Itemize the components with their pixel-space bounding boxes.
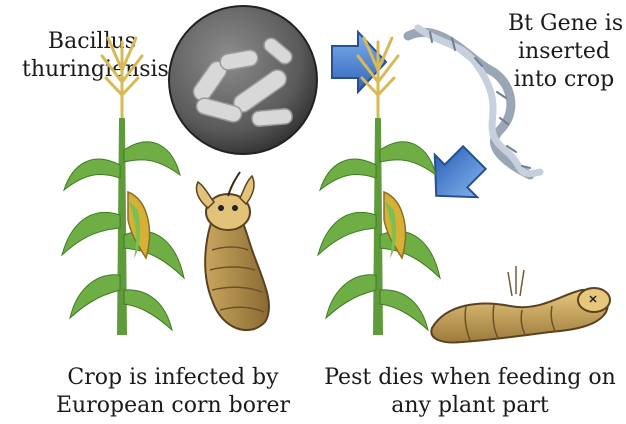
dna-helix-icon [408,28,540,175]
corn-plant-icon-right [318,38,440,335]
dead-larva-icon [431,266,610,342]
corn-plant-icon [62,38,184,335]
arrow-down-left-icon [415,136,496,217]
corn-borer-larva-icon [196,172,269,330]
bacteria-icon [169,6,317,154]
